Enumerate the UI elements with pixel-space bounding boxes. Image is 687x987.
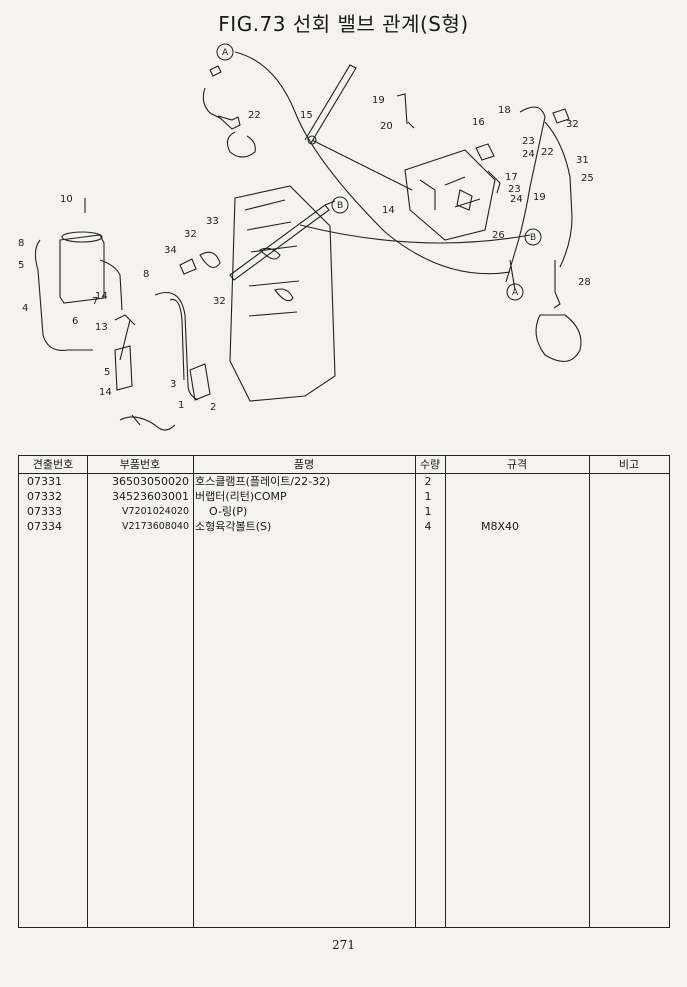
table-row: 07331 36503050020 호스클램프(플레이트/22-32) 2	[19, 474, 669, 489]
callout-3: 3	[170, 379, 176, 390]
column-divider	[589, 456, 590, 927]
callout-18: 17	[505, 172, 518, 183]
callout-22: 20	[380, 121, 393, 132]
callout-10: 10	[60, 194, 73, 205]
callout-16: 15	[300, 110, 313, 121]
callout-25: 24	[522, 149, 535, 160]
callout-5: 5	[18, 260, 24, 271]
part-no: 36503050020	[112, 475, 189, 488]
column-divider	[193, 456, 194, 927]
spec	[463, 474, 583, 489]
header-spec: 규격	[506, 458, 528, 471]
callout-24-b: 23	[508, 184, 521, 195]
quantity: 1	[424, 505, 432, 518]
quantity: 1	[424, 490, 432, 503]
page-number: 271	[332, 938, 355, 952]
table-header: 견출번호 부품번호 품명 수량 규격 비고	[19, 456, 669, 474]
header-qty: 수량	[419, 458, 441, 471]
callout-32: 32	[184, 229, 197, 240]
ref-no: 07331	[27, 475, 62, 488]
callout-25-b: 24	[510, 194, 523, 205]
callout-1: 1	[178, 400, 184, 411]
quantity: 4	[424, 520, 432, 533]
callout-2: 2	[210, 402, 216, 413]
callout-29: 28	[578, 277, 591, 288]
part-no: V2173608040	[122, 521, 189, 532]
callout-4: 4	[22, 303, 28, 314]
header-part-name: 품명	[293, 458, 315, 471]
circle-label-a-2: A	[512, 288, 519, 298]
part-no: V7201024020	[122, 506, 189, 517]
header-remarks: 비고	[618, 458, 640, 471]
callout-23: 22	[541, 147, 554, 158]
callout-17: 16	[472, 117, 485, 128]
column-divider	[445, 456, 446, 927]
ref-no: 07333	[27, 505, 62, 518]
exploded-view-drawing: A B B A 22 15 19 20 16 18 32 23 22 24 31…	[18, 43, 594, 431]
callout-8-b: 8	[143, 269, 149, 280]
callout-14-b: 14	[99, 387, 112, 398]
spec: M8X40	[481, 520, 520, 533]
part-name: 버랩터(리턴)COMP	[195, 490, 287, 503]
callout-30: 31	[576, 155, 589, 166]
table-row: 07333 V7201024020 O-링(P) 1	[19, 504, 669, 519]
circle-label-b-2: B	[530, 233, 536, 243]
circle-label-b: B	[337, 201, 343, 211]
parts-table: 견출번호 부품번호 품명 수량 규격 비고 07331 36503050020 …	[18, 455, 670, 928]
callout-33: 33	[206, 216, 219, 227]
quantity: 2	[424, 475, 432, 488]
part-name: 호스클램프(플레이트/22-32)	[195, 475, 331, 488]
part-no: 34523603001	[112, 490, 189, 503]
callout-7: 7	[92, 296, 98, 307]
callout-24: 23	[522, 136, 535, 147]
spec	[463, 489, 583, 504]
callout-19: 18	[498, 105, 511, 116]
spec	[463, 504, 583, 519]
callout-21: 19	[372, 95, 385, 106]
callout-13: 13	[95, 322, 108, 333]
part-name: 소형육각볼트(S)	[195, 520, 272, 533]
table-row: 07332 34523603001 버랩터(리턴)COMP 1	[19, 489, 669, 504]
callout-31-b: 32	[213, 296, 226, 307]
table-row: 07334 V2173608040 소형육각볼트(S) 4 M8X40	[19, 519, 669, 534]
callout-31: 32	[566, 119, 579, 130]
column-divider	[87, 456, 88, 927]
callout-27: 26	[492, 230, 505, 241]
header-part-no: 부품번호	[119, 458, 161, 471]
part-name: O-링(P)	[209, 505, 248, 518]
column-divider	[415, 456, 416, 927]
callout-15: 14	[382, 205, 395, 216]
ref-no: 07334	[27, 520, 62, 533]
circle-label-a: A	[222, 48, 229, 58]
callout-20: 19	[533, 192, 546, 203]
callout-34: 34	[164, 245, 177, 256]
header-ref-no: 견출번호	[32, 458, 74, 471]
callout-8: 8	[18, 238, 24, 249]
figure-title: FIG.73 선회 밸브 관계(S형)	[218, 12, 469, 36]
callout-28: 22	[248, 110, 261, 121]
callout-14: 14	[95, 291, 108, 302]
ref-no: 07332	[27, 490, 62, 503]
callout-26: 25	[581, 173, 594, 184]
callout-5-b: 5	[104, 367, 110, 378]
callout-6: 6	[72, 316, 78, 327]
parts-diagram: A B B A 22 15 19 20 16 18 32 23 22 24 31…	[0, 30, 687, 450]
